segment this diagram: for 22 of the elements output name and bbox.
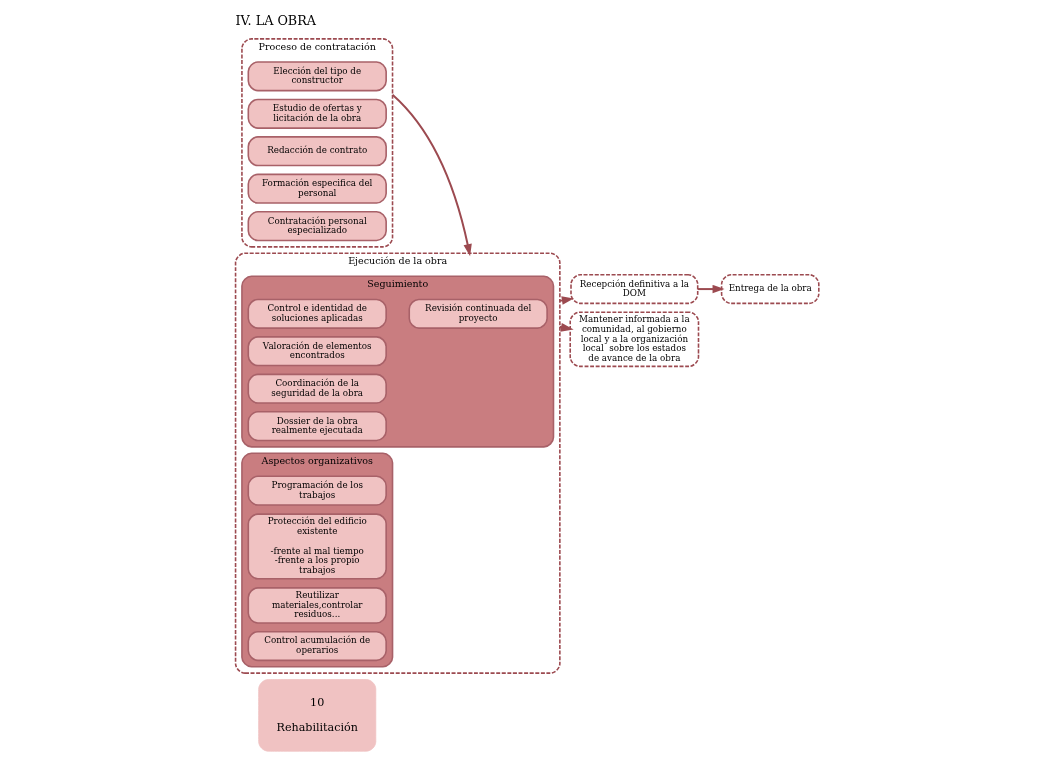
- node-box: Formación especifica del personal: [247, 173, 387, 204]
- node-box: 10 Rehabilitación: [258, 679, 377, 752]
- node-box: Recepción definitiva a la DOM: [570, 273, 699, 305]
- node-box: Entrega de la obra: [720, 273, 820, 305]
- node-box: Mantener informada a la comunidad, al gobierno local y a la organización local sobre los estados de avance de la obra: [569, 311, 700, 368]
- arrow: [696, 284, 725, 294]
- node-box: Revisión continuada del proyecto: [408, 298, 548, 329]
- node-box: Coordinación de la seguridad de la obra: [247, 373, 387, 404]
- node-box: Control acumulación de operarios: [247, 630, 387, 662]
- node-box: Programación de los trabajos: [247, 475, 387, 506]
- node-box: Reutilizar materiales,controlar residuos...: [247, 587, 387, 624]
- node-box: Contratación personal especializado: [247, 211, 387, 242]
- node-box: Dossier de la obra realmente ejecutada: [247, 411, 387, 442]
- diagram-title: IV. LA OBRA: [235, 13, 316, 29]
- arrow: [559, 322, 574, 332]
- node-box: Protección del edificio existente -frente al mal tiempo -frente a los propio trabajos: [247, 513, 387, 580]
- arrow: [391, 93, 472, 257]
- node-box: Redacción de contrato: [247, 136, 387, 167]
- node-box: Elección del tipo de constructor: [247, 61, 387, 92]
- node-box: Estudio de ofertas y licitación de la obra: [247, 98, 387, 129]
- node-box: Valoración de elementos encontrados: [247, 336, 387, 367]
- node-box: Control e identidad de soluciones aplicadas: [247, 298, 387, 329]
